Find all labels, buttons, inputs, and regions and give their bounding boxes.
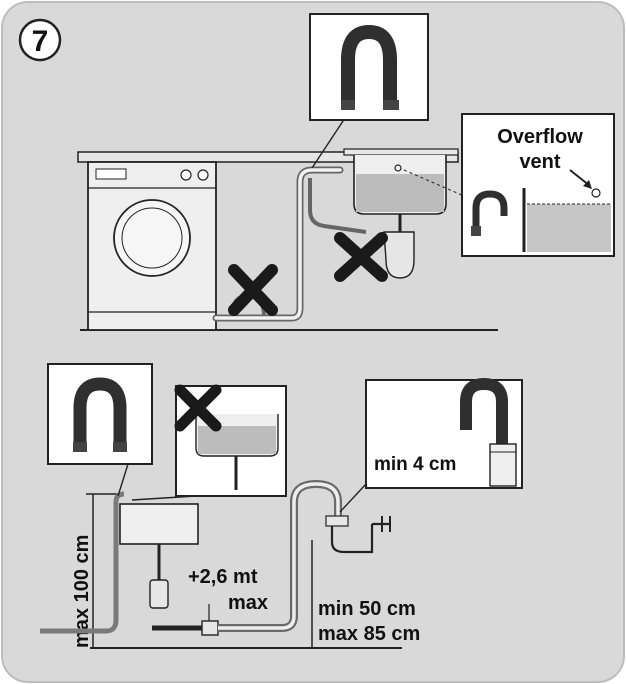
standpipe-top [325,515,349,527]
overflow-vent-inset: Overflow vent [461,113,615,257]
standpipe-inset-hose [460,377,508,446]
washer-knob-1 [180,169,192,181]
washer-knob-2 [197,169,209,181]
inset-pointer-standpipe [339,483,367,513]
bottom-scene: max 100 cm [40,363,523,649]
hose-end-right-top [383,100,399,110]
hose-u-shape-top [341,24,397,104]
hose-extension-label-line2: max [228,592,268,614]
wrong-mark-trap [334,232,388,282]
hose-joiner [201,620,219,636]
drain-hose-left [40,491,125,634]
min-insert-label: min 4 cm [374,454,456,475]
step-badge-circle [18,18,62,62]
drain-hose-top-inner [214,168,342,320]
standpipe-trap [330,524,374,554]
hose-detail-inset-top [309,13,429,169]
hose-u-shape-bottom-left [73,377,127,446]
overflow-hole-icon [591,188,601,198]
overflow-hose-hook [472,190,508,232]
hose-extension-label-line1: +2,6 mt [188,566,258,588]
inset-pointer-top [311,117,346,169]
overflow-water [527,204,611,252]
inset-pointer-bottom-left [117,463,129,497]
hose-end-left-bottom [73,442,87,452]
hose-connection-pipe [308,178,367,234]
overflow-arrowhead [583,180,592,189]
countertop [77,151,459,163]
overflow-label-line1: Overflow [497,126,583,148]
sink-overflow-hole [394,164,402,172]
step-badge: 7 [18,18,62,62]
sink-trap [383,231,415,279]
min-height-label: min 50 cm [318,598,416,620]
max-height-label: max 100 cm [71,535,93,648]
washing-machine [87,161,217,331]
step-number: 7 [32,25,49,58]
wrong-mark-floor [228,264,278,316]
hose-end-right-bottom [113,442,127,452]
overflow-dashed-line [403,169,465,197]
top-scene: Overflow vent [77,13,615,331]
sink-bottom-basin [119,503,199,545]
sink-water [356,174,444,212]
sink-bottom-trap [149,579,169,609]
washer-door-inner [121,207,183,269]
sink-rim [343,148,459,156]
sink-top [343,148,465,279]
wrong-sink-water [198,426,276,454]
sink-bottom [119,503,199,609]
overflow-label-line2: vent [519,151,560,173]
wrong-mark-sink-b [174,384,222,432]
standpipe-inset-pipe [489,443,517,487]
washer-door [113,199,191,277]
hose-end-left-top [341,100,355,110]
hose-detail-inset-bottom [47,363,153,497]
standpipe-inset: min 4 cm [339,377,523,513]
standpipe-fitting [325,515,391,554]
max-height-standpipe-label: max 85 cm [318,623,420,645]
standpipe-hose-inner [218,482,340,630]
washer-detergent-drawer [95,168,127,180]
wrong-sink-inset [131,384,287,501]
overflow-hose-end [471,226,481,236]
